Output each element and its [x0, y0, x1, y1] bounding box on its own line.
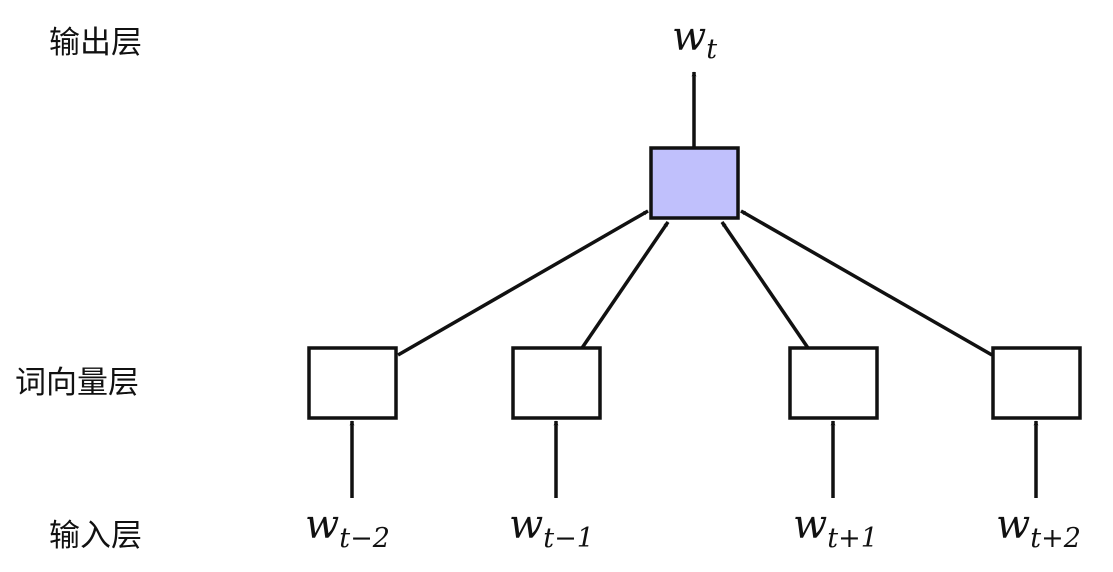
input-layer-label: 输入层: [49, 518, 142, 554]
arrow-embedding-2-to-output: [580, 221, 670, 349]
output-word-sub: t: [706, 34, 717, 65]
embedding-node-3: [788, 346, 879, 420]
input-word-3-sub: t+1: [827, 523, 878, 554]
input-word-2-sub: t−1: [543, 523, 594, 554]
input-word-2: wt−1: [509, 502, 594, 554]
input-word-3-base: w: [793, 502, 827, 548]
input-word-4: wt+2: [996, 502, 1081, 554]
arrow-embedding-4-to-output: [740, 209, 993, 357]
input-word-1: wt−2: [305, 502, 390, 554]
input-word-1-sub: t−2: [339, 523, 390, 554]
embedding-node-4: [991, 346, 1082, 420]
output-word: wt: [672, 14, 717, 65]
input-word-4-base: w: [996, 502, 1030, 548]
input-word-3: wt+1: [793, 502, 878, 554]
input-word-2-base: w: [509, 502, 543, 548]
output-node: [649, 146, 740, 220]
input-word-1-base: w: [305, 502, 339, 548]
input-word-4-sub: t+2: [1030, 523, 1081, 554]
embedding-layer-label: 词向量层: [15, 365, 139, 401]
arrow-embedding-3-to-output: [720, 221, 810, 349]
embedding-node-2: [511, 346, 602, 420]
embedding-node-1: [307, 346, 398, 420]
output-layer-label: 输出层: [49, 25, 142, 61]
arrow-embedding-1-to-output: [397, 209, 649, 357]
output-word-base: w: [672, 14, 706, 60]
